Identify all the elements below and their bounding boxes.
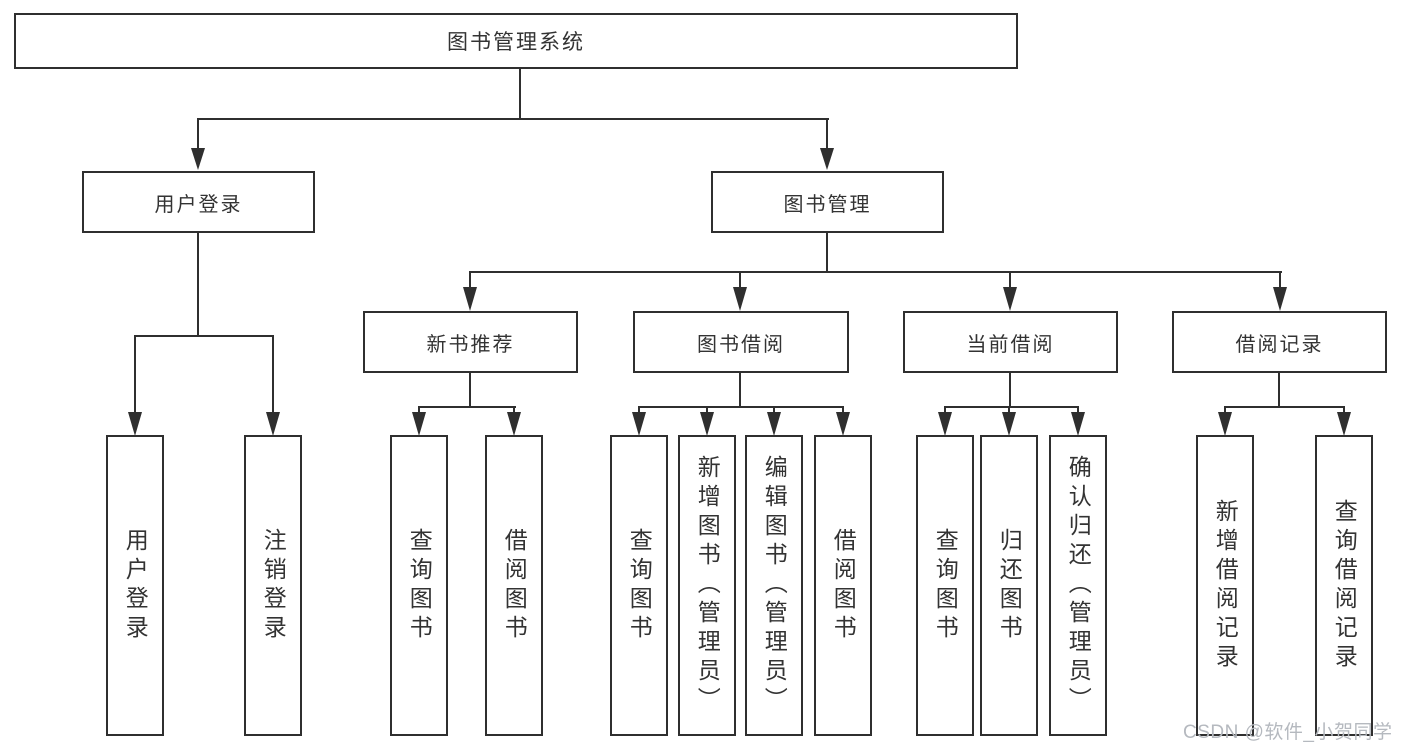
leaf-query-books-current: 查询图书 [916, 435, 974, 736]
connector-stem [418, 406, 420, 414]
arrow-down-icon [1003, 287, 1017, 311]
connector-stem-book-mgmt [826, 118, 828, 150]
leaf-label: 查询图书 [626, 527, 653, 644]
connector-stem-login-leaf [134, 335, 136, 412]
arrow-down-icon [733, 287, 747, 311]
arrow-down-icon [820, 148, 834, 170]
node-user-login: 用户登录 [82, 171, 315, 233]
leaf-confirm-return-admin: 确认归还（管理员） [1049, 435, 1107, 736]
connector-user-login-rail [134, 335, 274, 337]
connector-stem [638, 406, 640, 414]
connector-level1-rail [197, 118, 829, 120]
arrow-down-icon [463, 287, 477, 311]
leaf-logout: 注销登录 [244, 435, 302, 736]
leaf-add-borrow-record: 新增借阅记录 [1196, 435, 1254, 736]
leaf-label: 新增借阅记录 [1212, 498, 1239, 673]
connector-level2-rail [469, 271, 1282, 273]
leaf-label: 借阅图书 [501, 527, 528, 644]
connector-borrow-drop [739, 373, 741, 406]
connector-stem-records [1279, 271, 1281, 287]
leaf-user-login: 用户登录 [106, 435, 164, 736]
node-current-borrow: 当前借阅 [903, 311, 1118, 373]
leaf-label: 借阅图书 [830, 527, 857, 644]
leaf-query-books-borrow: 查询图书 [610, 435, 668, 736]
node-book-borrow: 图书借阅 [633, 311, 849, 373]
arrow-down-icon [836, 412, 850, 436]
connector-stem-user-login [197, 118, 199, 150]
connector-records-rail [1224, 406, 1345, 408]
node-book-management: 图书管理 [711, 171, 944, 233]
connector-stem-borrow [739, 271, 741, 287]
connector-new-rec-drop [469, 373, 471, 406]
node-root-library-system: 图书管理系统 [14, 13, 1018, 69]
connector-stem [842, 406, 844, 414]
arrow-down-icon [632, 412, 646, 436]
leaf-label: 用户登录 [122, 527, 149, 644]
connector-borrow-rail [638, 406, 844, 408]
arrow-down-icon [938, 412, 952, 436]
arrow-down-icon [507, 412, 521, 436]
connector-book-mgmt-drop [826, 233, 828, 273]
connector-current-drop [1009, 373, 1011, 406]
connector-stem [1077, 406, 1079, 414]
leaf-edit-books-admin: 编辑图书（管理员） [745, 435, 803, 736]
connector-root-drop [519, 68, 521, 118]
leaf-label: 查询图书 [932, 527, 959, 644]
arrow-down-icon [1002, 412, 1016, 436]
arrow-down-icon [1273, 287, 1287, 311]
arrow-down-icon [412, 412, 426, 436]
connector-current-rail [944, 406, 1079, 408]
leaf-label: 确认归还（管理员） [1065, 455, 1092, 716]
connector-stem-logout-leaf [272, 335, 274, 412]
leaf-borrow-books: 借阅图书 [814, 435, 872, 736]
connector-stem [1008, 406, 1010, 414]
connector-user-login-drop [197, 233, 199, 335]
arrow-down-icon [767, 412, 781, 436]
connector-new-rec-rail [418, 406, 516, 408]
csdn-watermark: CSDN @软件_小贺同学 [1183, 722, 1393, 743]
connector-stem [773, 406, 775, 414]
leaf-label: 注销登录 [260, 527, 287, 644]
leaf-label: 查询借阅记录 [1331, 498, 1358, 673]
leaf-label: 编辑图书（管理员） [761, 455, 788, 716]
leaf-label: 新增图书（管理员） [694, 455, 721, 716]
connector-stem-current [1009, 271, 1011, 287]
arrow-down-icon [266, 412, 280, 436]
arrow-down-icon [1071, 412, 1085, 436]
leaf-label: 归还图书 [996, 527, 1023, 644]
arrow-down-icon [128, 412, 142, 436]
leaf-return-books: 归还图书 [980, 435, 1038, 736]
connector-stem [944, 406, 946, 414]
connector-records-drop [1278, 373, 1280, 406]
connector-stem-new-rec [469, 271, 471, 287]
node-new-book-recommend: 新书推荐 [363, 311, 578, 373]
leaf-query-borrow-record: 查询借阅记录 [1315, 435, 1373, 736]
connector-stem [513, 406, 515, 414]
node-borrow-records: 借阅记录 [1172, 311, 1387, 373]
leaf-query-books-recommend: 查询图书 [390, 435, 448, 736]
leaf-borrow-books-recommend: 借阅图书 [485, 435, 543, 736]
connector-stem [1224, 406, 1226, 414]
arrow-down-icon [1218, 412, 1232, 436]
arrow-down-icon [191, 148, 205, 170]
leaf-label: 查询图书 [406, 527, 433, 644]
arrow-down-icon [1337, 412, 1351, 436]
arrow-down-icon [700, 412, 714, 436]
connector-stem [1343, 406, 1345, 414]
leaf-add-books-admin: 新增图书（管理员） [678, 435, 736, 736]
connector-stem [706, 406, 708, 414]
